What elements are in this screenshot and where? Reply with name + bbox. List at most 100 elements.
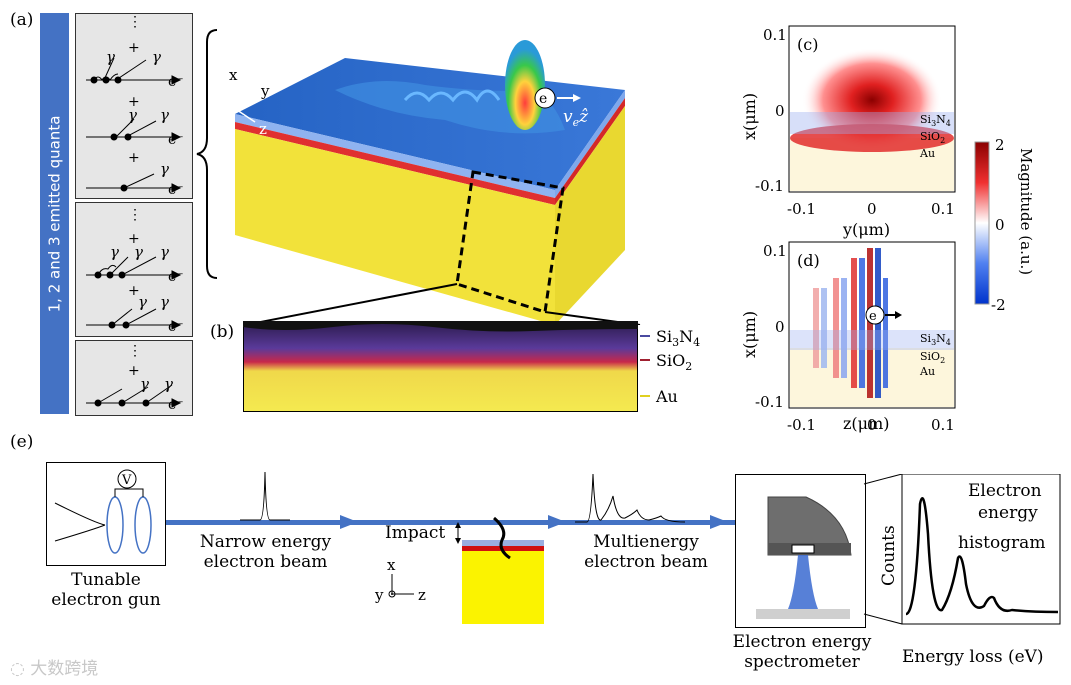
d-layer-au: Au [919, 365, 935, 378]
feynman-diagrams-group-1: ⋮ + γ γ e⁻ + γ γ e⁻ + γ e⁻ [86, 14, 184, 198]
gamma-4: γ [160, 106, 169, 124]
multi-peak [575, 473, 685, 523]
electron-4: e⁻ [168, 269, 184, 285]
spectrometer-box [735, 474, 866, 628]
impact-axes: x y z [374, 556, 426, 604]
dots-1: ⋮ [128, 14, 142, 30]
d-xtick-2: 0 [867, 416, 877, 434]
dots-2: ⋮ [128, 207, 142, 223]
colorbar-mid: 0 [995, 216, 1005, 234]
gamma-12: γ [164, 375, 173, 393]
electron-6: e⁻ [168, 397, 184, 413]
c-xlabel: y(μm) [842, 220, 890, 239]
surface-schematic: x y z e veẑ [229, 40, 641, 325]
electron-1: e⁻ [168, 74, 184, 90]
feynman-box-2-quanta: ⋮ + γ γ γ e⁻ + γ γ e⁻ [75, 202, 193, 337]
plus-5: + [128, 283, 140, 299]
gamma-3: γ [128, 106, 137, 124]
gamma-1: γ [106, 48, 115, 66]
panel-label-b: (b) [210, 322, 235, 342]
side-title-bar: 1, 2 and 3 emitted quanta [40, 13, 69, 414]
impact-axis-x: x [387, 556, 396, 574]
gamma-7: γ [134, 243, 143, 261]
legend-si3n4: Si3N4 [656, 327, 700, 349]
colorbar: 2 0 -2 Magnitude (a.u.) [974, 136, 1035, 314]
electron-gun-box: V [46, 462, 166, 566]
hist-xlabel: Energy loss (eV) [902, 647, 1044, 667]
field-plot-c: (c) 0.1 0 -0.1 -0.1 0 0.1 y(μm) x(μm) Si… [740, 25, 956, 239]
plus-6: + [128, 363, 140, 379]
impact-sample [455, 516, 544, 624]
feynman-box-3-quanta: ⋮ + γ γ e⁻ + γ γ e⁻ + γ e⁻ [75, 13, 193, 199]
plus-1: + [128, 40, 140, 56]
colorbar-title: Magnitude (a.u.) [1017, 148, 1035, 275]
c-layer-si3n4: Si3N4 [920, 113, 951, 128]
electron-3: e⁻ [168, 182, 184, 198]
d-ytick-3: -0.1 [755, 393, 784, 411]
c-ytick-1: 0.1 [763, 26, 787, 44]
watermark: ◌ 大数跨境 [10, 659, 99, 679]
gamma-5: γ [160, 160, 169, 178]
hist-title-1: Electron [968, 481, 1042, 501]
plus-4: + [128, 231, 140, 247]
electron-2: e⁻ [168, 132, 184, 148]
dots-3: ⋮ [128, 343, 142, 359]
axis-y-label: y [260, 82, 270, 100]
d-ytick-2: 0 [775, 318, 785, 336]
plus-3: + [128, 150, 140, 166]
c-xtick-3: 0.1 [931, 200, 955, 218]
d-layer-sio2: SiO2 [920, 350, 945, 365]
beam-arrow-2 [548, 515, 566, 529]
hist-ylabel: Counts [879, 525, 899, 586]
cross-section-image [243, 321, 638, 412]
impact-axis-y: y [374, 586, 384, 604]
hist-title-3: histogram [958, 533, 1045, 553]
d-ylabel: x(μm) [740, 311, 759, 358]
axis-x-label: x [229, 66, 238, 84]
panel-label-c: (c) [797, 35, 818, 54]
d-electron-marker: e [869, 309, 877, 324]
watermark-logo-icon: ◌ [10, 659, 25, 679]
c-ylabel: x(μm) [740, 93, 759, 140]
gamma-11: γ [140, 375, 149, 393]
beam-arrow-1 [340, 515, 358, 529]
electron-5: e⁻ [168, 319, 184, 335]
c-xtick-2: 0 [867, 200, 877, 218]
side-title: 1, 2 and 3 emitted quanta [45, 115, 64, 312]
colorbar-min: -2 [991, 296, 1006, 314]
feynman-diagrams-group-3: ⋮ + γ γ e⁻ [86, 343, 184, 413]
feynman-box-1-quanta: ⋮ + γ γ e⁻ [75, 340, 193, 416]
electron-beam-line [150, 520, 735, 525]
d-ytick-1: 0.1 [763, 242, 787, 260]
c-ytick-2: 0 [775, 102, 785, 120]
feynman-diagrams-group-2: ⋮ + γ γ γ e⁻ + γ γ e⁻ [86, 207, 184, 335]
gamma-8: γ [160, 243, 169, 261]
gamma-6: γ [110, 243, 119, 261]
legend-sio2: SiO2 [656, 351, 692, 373]
panel-label-a: (a) [10, 10, 34, 30]
impact-axis-z: z [418, 586, 426, 604]
c-xtick-1: -0.1 [787, 200, 816, 218]
hist-title-2: energy [978, 503, 1038, 523]
electron-marker: e [539, 91, 547, 107]
gamma-10: γ [160, 293, 169, 311]
gamma-2: γ [152, 48, 161, 66]
gamma-9: γ [138, 293, 147, 311]
c-ytick-3: -0.1 [755, 177, 784, 195]
velocity-label: veẑ [563, 107, 589, 129]
d-xlabel: z(μm) [843, 414, 890, 433]
panel-label-e: (e) [10, 432, 34, 452]
curly-brace [196, 29, 218, 279]
layer-legend: Si3N4 SiO2 Au [640, 327, 700, 406]
narrow-peak [240, 471, 290, 521]
beam-arrow-3 [710, 515, 728, 529]
colorbar-max: 2 [995, 136, 1005, 154]
energy-histogram: Electron energy histogram Counts Energy … [863, 474, 1061, 667]
field-plot-d: e (d) 0.1 0 -0.1 -0.1 0 0.1 x(μm) Si3N4 … [740, 241, 956, 434]
d-xtick-1: -0.1 [787, 416, 816, 434]
impact-label: Impact [385, 523, 446, 543]
